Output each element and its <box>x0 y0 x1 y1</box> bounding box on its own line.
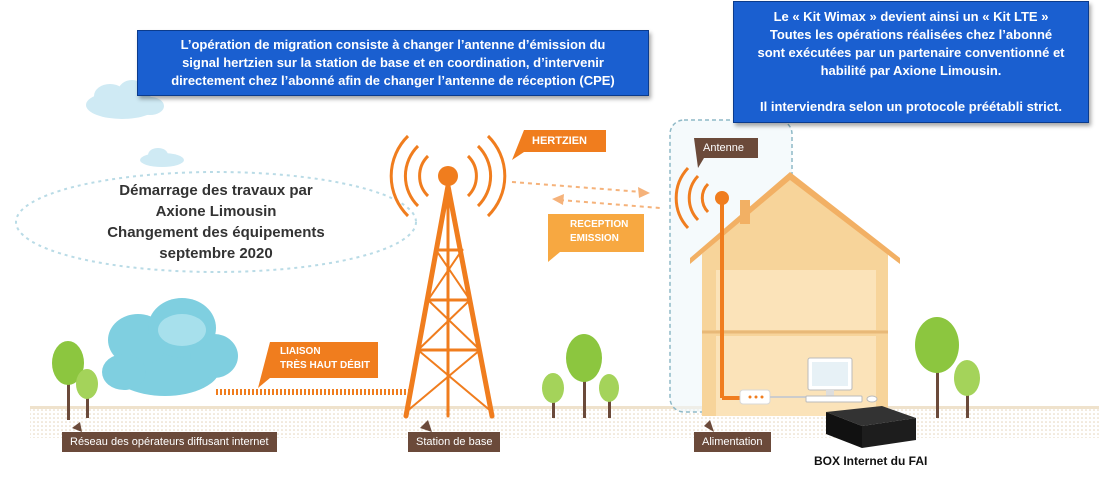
antenna-cable <box>715 191 742 400</box>
tree-icon <box>542 334 619 418</box>
power-label: Alimentation <box>694 432 771 452</box>
kit-line: sont exécutées par un partenaire convent… <box>757 45 1065 60</box>
network-label-pointer <box>72 422 82 432</box>
works-line: Changement des équipements <box>107 224 325 241</box>
antenne-tag-shape <box>694 138 758 168</box>
sky-cloud-small <box>140 148 184 167</box>
works-line: Axione Limousin <box>155 203 277 220</box>
antenne-tag: Antenne <box>703 142 744 154</box>
kit-info-box: Le « Kit Wimax » devient ainsi un « Kit … <box>733 1 1089 123</box>
works-line: septembre 2020 <box>159 245 273 262</box>
reception-tag: RECEPTION <box>570 219 629 230</box>
cpe-modem-icon <box>739 389 810 405</box>
network-label: Réseau des opérateurs diffusant internet <box>62 432 277 452</box>
isp-box-caption: BOX Internet du FAI <box>814 454 928 468</box>
kit-line: Toutes les opérations réalisées chez l’a… <box>769 27 1053 42</box>
house-antenna-waves-icon <box>674 166 710 230</box>
migration-info-box: L’opération de migration consiste à chan… <box>137 30 649 96</box>
reception-tag-shape <box>548 214 644 262</box>
hertzien-tag-shape <box>512 130 606 160</box>
tree-icon <box>915 317 980 418</box>
migration-line: signal hertzien sur la station de base e… <box>182 55 604 70</box>
emission-tag: EMISSION <box>570 233 619 244</box>
tree-icon <box>52 341 98 420</box>
works-line: Démarrage des travaux par <box>119 182 313 199</box>
ground-line <box>30 406 1099 409</box>
migration-line: L’opération de migration consiste à chan… <box>180 37 606 52</box>
power-label-pointer <box>704 420 714 432</box>
works-bubble-text: Démarrage des travaux par Axione Limousi… <box>86 180 346 264</box>
tower-waves-icon <box>389 134 507 218</box>
works-bubble-outline <box>15 171 417 273</box>
kit-line: habilité par Axione Limousin. <box>820 63 1002 78</box>
liaison-tag-shape <box>258 342 378 388</box>
station-label-pointer <box>420 420 432 432</box>
radio-tower-icon <box>403 183 495 419</box>
hertzien-tag: HERTZIEN <box>532 135 587 147</box>
isp-box-icon <box>826 406 916 448</box>
kit-line: Le « Kit Wimax » devient ainsi un « Kit … <box>773 9 1049 24</box>
signal-arrows <box>511 181 661 209</box>
kit-line: Il interviendra selon un protocole préét… <box>760 99 1062 114</box>
sky-cloud-large <box>86 80 164 119</box>
migration-line: directement chez l’abonné afin de change… <box>171 73 615 88</box>
liaison-tag-line2: TRÈS HAUT DÉBIT <box>280 360 370 371</box>
internet-cloud-icon <box>102 298 238 396</box>
station-label: Station de base <box>408 432 501 452</box>
computer-icon <box>805 357 878 403</box>
kit-line <box>734 80 1088 98</box>
tower-antenna-head <box>438 166 458 186</box>
liaison-tag-line1: LIAISON <box>280 346 321 357</box>
